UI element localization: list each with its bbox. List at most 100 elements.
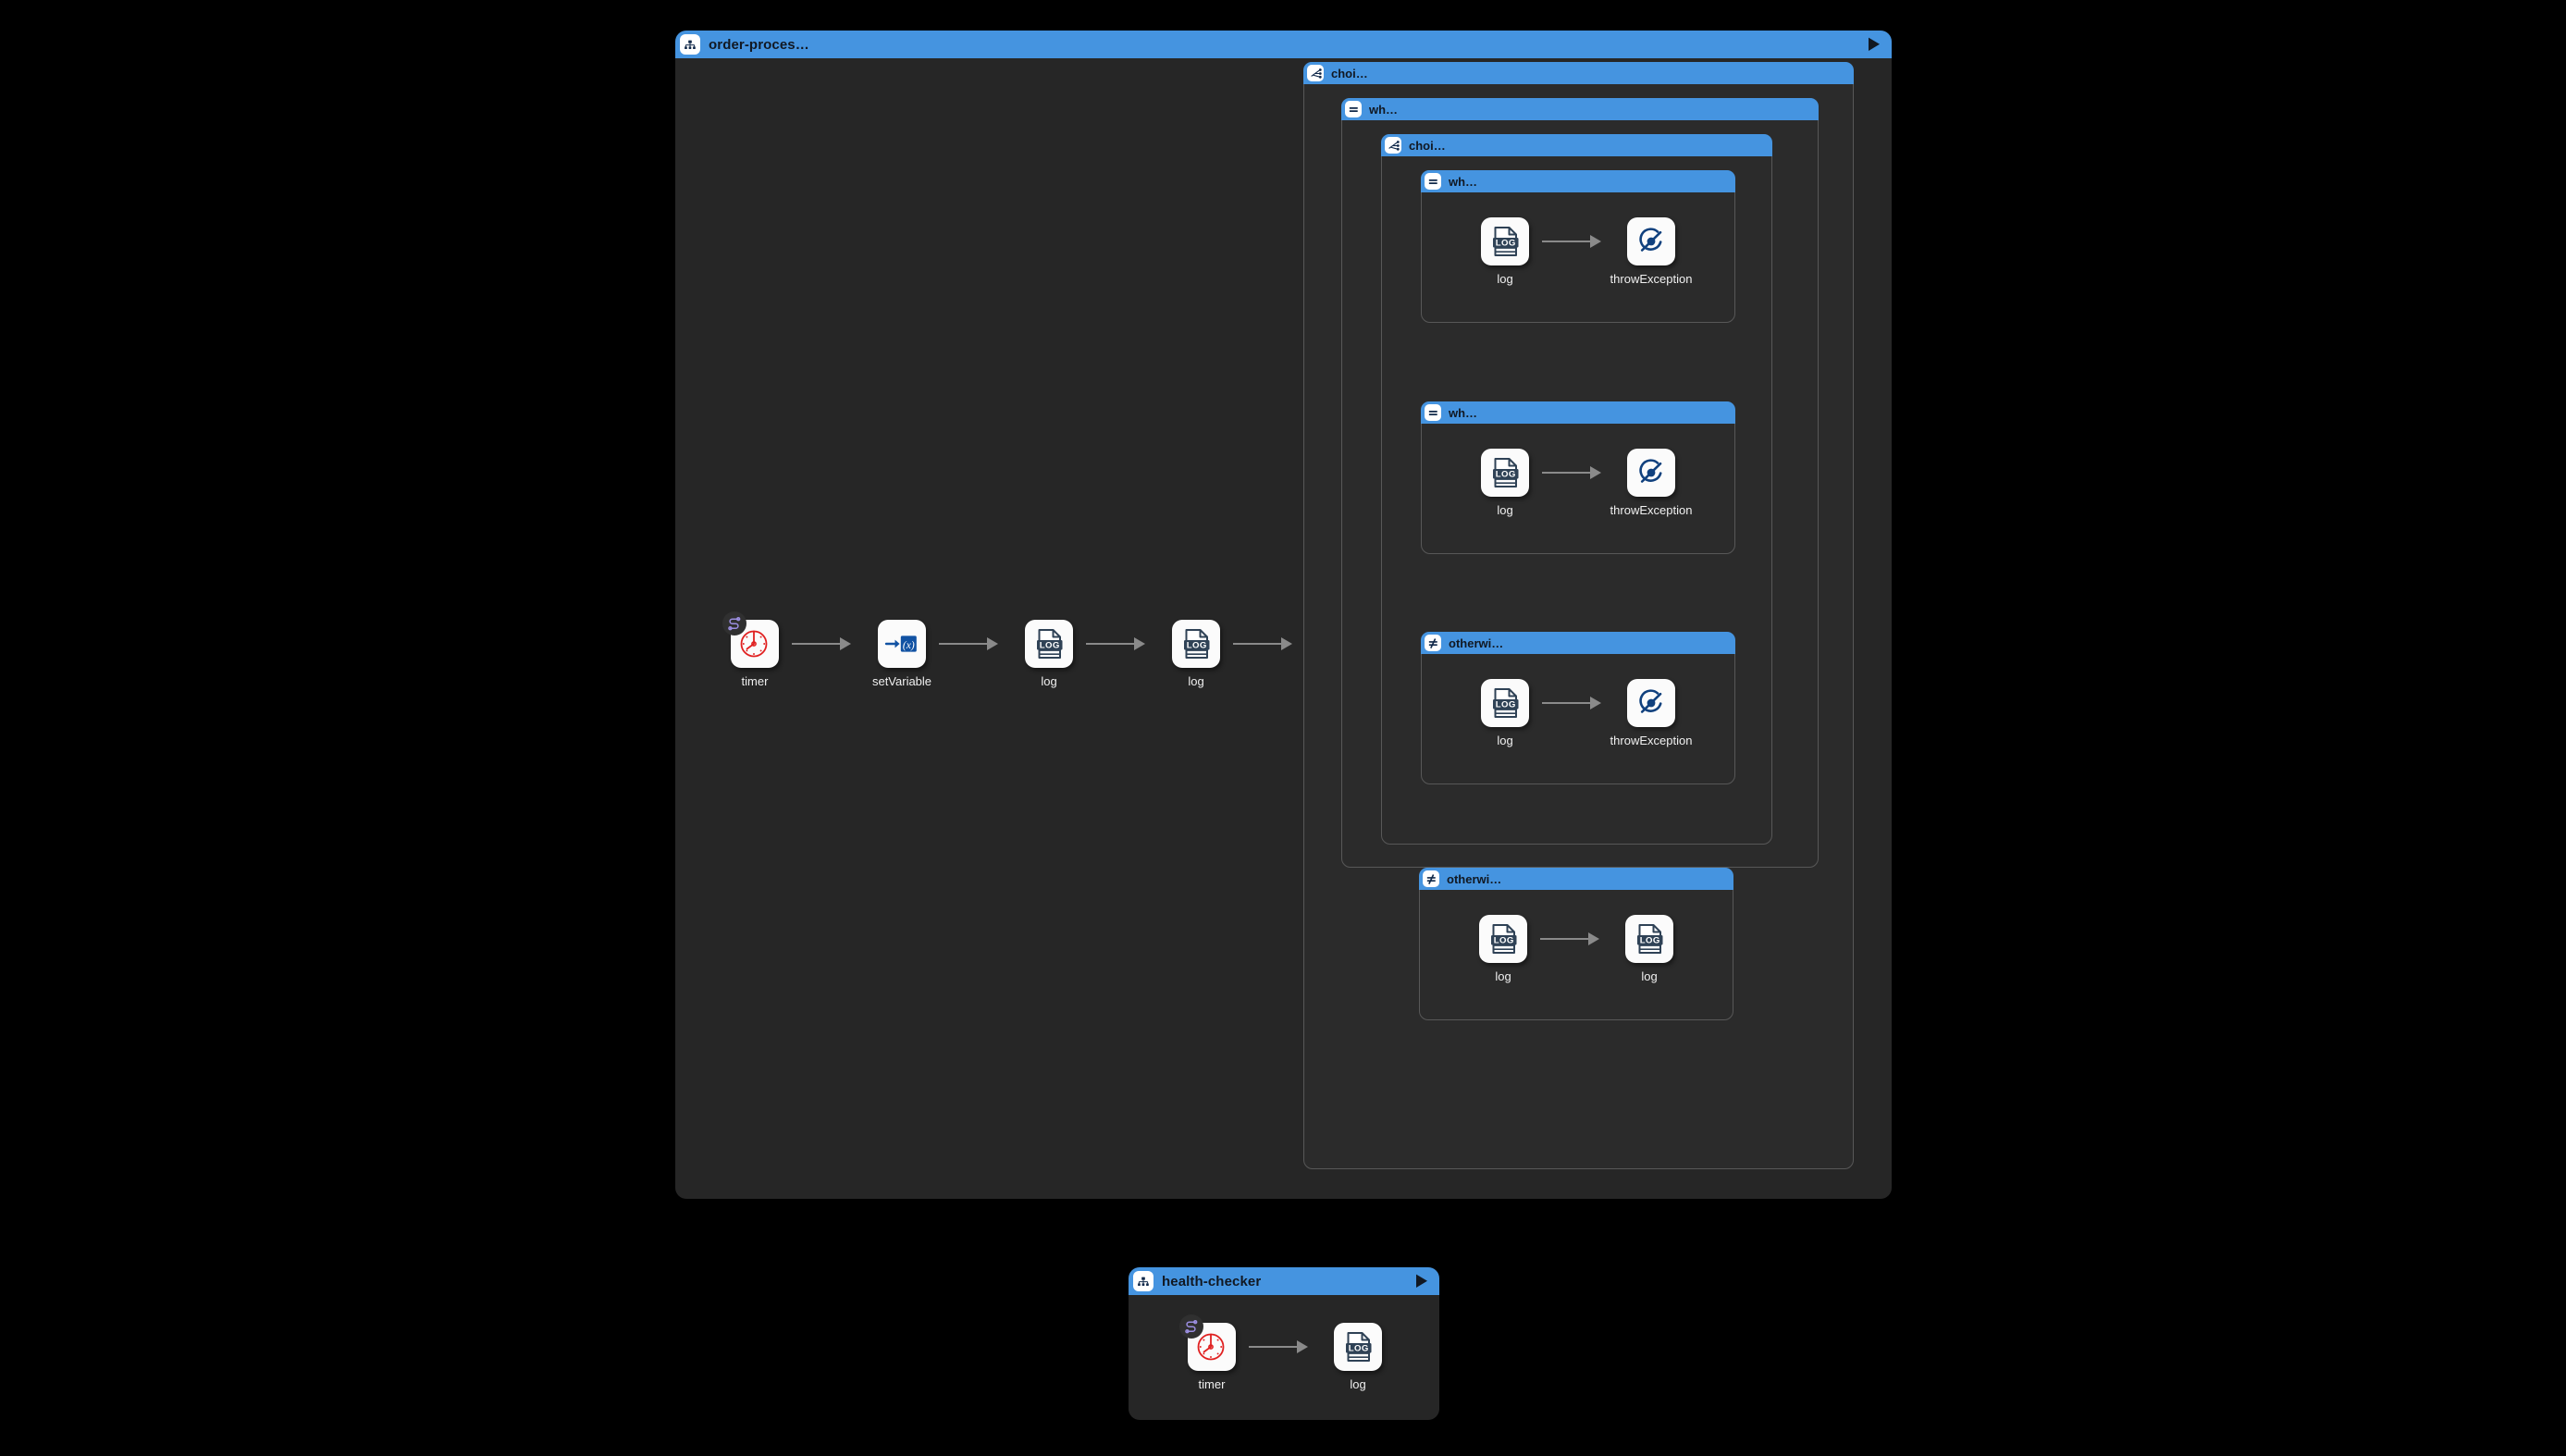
route-icon [1133, 1271, 1153, 1291]
route-badge-icon [1179, 1314, 1203, 1339]
node-box[interactable] [1627, 449, 1675, 497]
node-box[interactable] [1627, 217, 1675, 265]
connector-line [939, 643, 987, 645]
route-header-health-checker[interactable]: health-checker [1129, 1267, 1439, 1295]
node-box[interactable] [1481, 217, 1529, 265]
group-inner-otherwise[interactable]: otherwi… log [1421, 632, 1735, 784]
connector-setvariable-log1 [939, 637, 998, 650]
group-header-inner-otherwise[interactable]: otherwi… [1421, 632, 1735, 654]
throwexception-icon [1639, 459, 1662, 483]
group-header-outer-when[interactable]: wh… [1341, 98, 1819, 120]
otherwise-icon [1425, 635, 1441, 651]
node-box[interactable] [1481, 449, 1529, 497]
node-log[interactable]: log [1481, 217, 1529, 286]
connector-arrowhead [840, 637, 851, 650]
node-box[interactable] [1479, 915, 1527, 963]
group-header-outer-otherwise[interactable]: otherwi… [1419, 868, 1733, 890]
log-icon [1345, 1332, 1373, 1362]
when-icon [1425, 173, 1441, 190]
connector-line [1542, 702, 1590, 704]
node-box[interactable] [1179, 1314, 1236, 1371]
group-title: wh… [1369, 102, 1399, 117]
group-title: wh… [1449, 405, 1478, 420]
otherwise-icon [1423, 870, 1439, 887]
node-box[interactable] [1172, 620, 1220, 668]
node-label: log [1641, 969, 1658, 983]
connector-line [1542, 241, 1590, 242]
connector-line [792, 643, 840, 645]
node-log-1[interactable]: log [1025, 620, 1073, 688]
node-label: throwException [1610, 503, 1693, 517]
node-box[interactable] [1025, 620, 1073, 668]
group-title: wh… [1449, 174, 1478, 189]
group-outer-when[interactable]: wh… choi… [1341, 98, 1819, 868]
route-window-order-processing[interactable]: order-proces… timer [675, 31, 1892, 1199]
log-icon [1036, 629, 1064, 659]
node-box[interactable] [1625, 915, 1673, 963]
group-outer-otherwise[interactable]: otherwi… log [1419, 868, 1733, 1020]
when-icon [1345, 101, 1362, 117]
timer-icon [740, 630, 768, 658]
connector-line [1540, 938, 1588, 940]
node-box[interactable] [1481, 679, 1529, 727]
log-icon [1492, 688, 1520, 718]
group-title: choi… [1331, 66, 1368, 80]
route-header-order-processing[interactable]: order-proces… [675, 31, 1892, 58]
connector-line [1249, 1346, 1297, 1348]
connector-log-throwexception [1542, 697, 1601, 709]
node-label: log [1497, 272, 1513, 286]
node-setvariable[interactable]: setVariable [872, 620, 931, 688]
play-icon[interactable] [1864, 34, 1884, 55]
connector-arrowhead [1297, 1340, 1308, 1353]
node-log[interactable]: log [1334, 1323, 1382, 1391]
log-icon [1183, 629, 1211, 659]
node-throwexception[interactable]: throwException [1610, 217, 1692, 286]
timer-icon [1197, 1333, 1225, 1361]
connector-timer-setvariable [792, 637, 851, 650]
connector-arrowhead [1588, 932, 1599, 945]
connector-arrowhead [987, 637, 998, 650]
node-box[interactable] [878, 620, 926, 668]
play-icon[interactable] [1412, 1271, 1432, 1291]
connector-timer-log [1249, 1340, 1308, 1353]
route-badge-icon [722, 611, 746, 635]
node-label: log [1497, 503, 1513, 517]
throwexception-icon [1639, 689, 1662, 713]
node-box[interactable] [1627, 679, 1675, 727]
node-throwexception[interactable]: throwException [1610, 679, 1692, 747]
node-label: timer [1198, 1377, 1226, 1391]
node-log[interactable]: log [1479, 915, 1527, 983]
choice-icon [1385, 137, 1401, 154]
group-title: otherwi… [1449, 635, 1504, 650]
node-log-2[interactable]: log [1172, 620, 1220, 688]
connector-arrowhead [1590, 697, 1601, 709]
node-throwexception[interactable]: throwException [1610, 449, 1692, 517]
connector-log-throwexception [1542, 235, 1601, 248]
node-timer[interactable]: timer [1179, 1314, 1236, 1391]
group-outer-choice[interactable]: choi… wh… [1303, 62, 1854, 1169]
node-label: log [1350, 1377, 1366, 1391]
node-log[interactable]: log [1481, 449, 1529, 517]
setvariable-icon [884, 635, 918, 653]
choice-icon [1307, 65, 1324, 81]
route-body-order-processing: timer setVariable log [675, 58, 1892, 1199]
group-header-outer-choice[interactable]: choi… [1303, 62, 1854, 84]
node-timer[interactable]: timer [722, 611, 779, 688]
group-inner-when-1[interactable]: wh… log [1421, 170, 1735, 323]
group-title: choi… [1409, 138, 1446, 153]
connector-line [1086, 643, 1134, 645]
route-window-health-checker[interactable]: health-checker timer [1129, 1267, 1439, 1420]
connector-line [1542, 472, 1590, 474]
node-log[interactable]: log [1625, 915, 1673, 983]
group-header-inner-when-2[interactable]: wh… [1421, 401, 1735, 424]
group-inner-when-2[interactable]: wh… log [1421, 401, 1735, 554]
when-icon [1425, 404, 1441, 421]
group-header-inner-when-1[interactable]: wh… [1421, 170, 1735, 192]
node-box[interactable] [722, 611, 779, 668]
node-label: log [1041, 674, 1057, 688]
group-inner-choice[interactable]: choi… wh… [1381, 134, 1772, 845]
node-box[interactable] [1334, 1323, 1382, 1371]
node-log[interactable]: log [1481, 679, 1529, 747]
group-header-inner-choice[interactable]: choi… [1381, 134, 1772, 156]
